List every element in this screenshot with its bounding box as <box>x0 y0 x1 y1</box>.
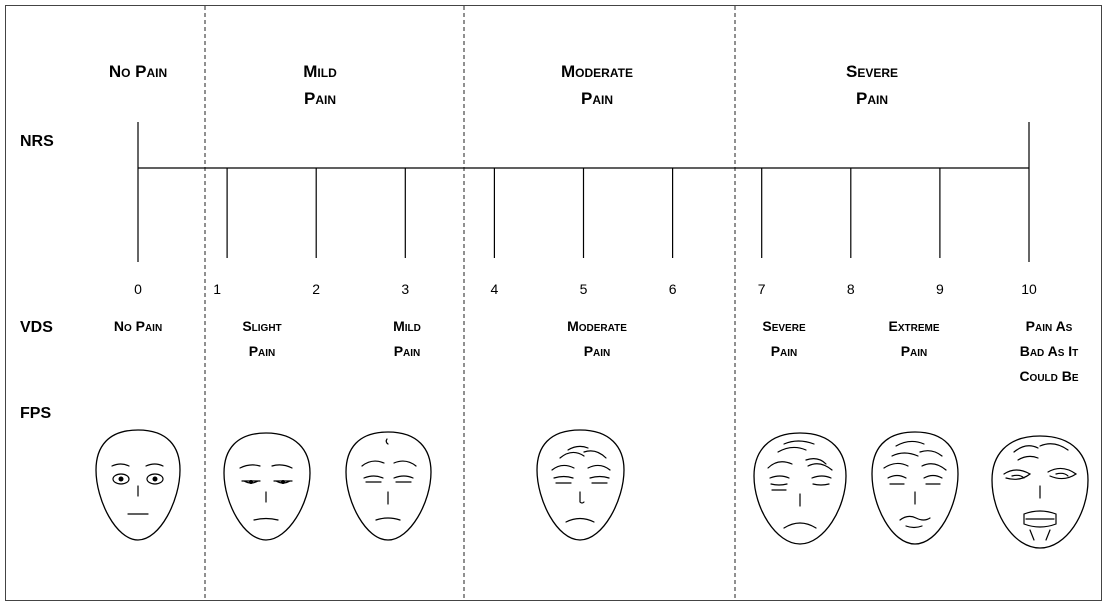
nrs-number-6: 6 <box>669 281 677 297</box>
vds-extreme-line1: Extreme <box>888 318 939 334</box>
vds-moderate-line1: Moderate <box>567 318 627 334</box>
row-label-fps: FPS <box>20 405 51 422</box>
category-mild-line2: Pain <box>304 89 336 108</box>
face-severe-pain-icon <box>754 433 846 544</box>
vds-extreme-line2: Pain <box>901 343 928 359</box>
vds-worst-line1: Pain As <box>1026 318 1073 334</box>
nrs-number-7: 7 <box>758 281 766 297</box>
row-label-nrs: NRS <box>20 133 54 150</box>
nrs-number-0: 0 <box>134 281 142 297</box>
category-mild-line1: Mild <box>303 62 337 81</box>
category-moderate-line1: Moderate <box>561 62 633 81</box>
face-worst-pain-icon <box>992 436 1088 548</box>
vds-worst-line2: Bad As It <box>1020 343 1079 359</box>
category-moderate-line2: Pain <box>581 89 613 108</box>
face-slight-pain-icon <box>224 433 310 540</box>
nrs-number-1: 1 <box>213 281 221 297</box>
vds-mild-line1: Mild <box>393 318 421 334</box>
vds-no-pain: No Pain <box>114 318 162 334</box>
vds-mild-line2: Pain <box>394 343 421 359</box>
nrs-number-10: 10 <box>1021 281 1037 297</box>
category-severe-line1: Severe <box>846 62 898 81</box>
nrs-number-2: 2 <box>312 281 320 297</box>
vds-severe-line2: Pain <box>771 343 798 359</box>
row-label-vds: VDS <box>20 319 53 336</box>
nrs-number-5: 5 <box>580 281 588 297</box>
nrs-number-4: 4 <box>491 281 499 297</box>
face-moderate-pain-icon <box>537 430 624 540</box>
vds-moderate-line2: Pain <box>584 343 611 359</box>
face-extreme-pain-icon <box>872 432 958 544</box>
face-no-pain-icon <box>96 430 180 540</box>
nrs-number-3: 3 <box>401 281 409 297</box>
nrs-number-8: 8 <box>847 281 855 297</box>
vds-severe-line1: Severe <box>762 318 806 334</box>
vds-slight-line2: Pain <box>249 343 276 359</box>
nrs-number-9: 9 <box>936 281 944 297</box>
vds-slight-line1: Slight <box>242 318 281 334</box>
category-severe-line2: Pain <box>856 89 888 108</box>
face-mild-pain-icon <box>346 432 431 540</box>
category-no-pain: No Pain <box>109 62 167 81</box>
vds-worst-line3: Could Be <box>1019 368 1078 384</box>
